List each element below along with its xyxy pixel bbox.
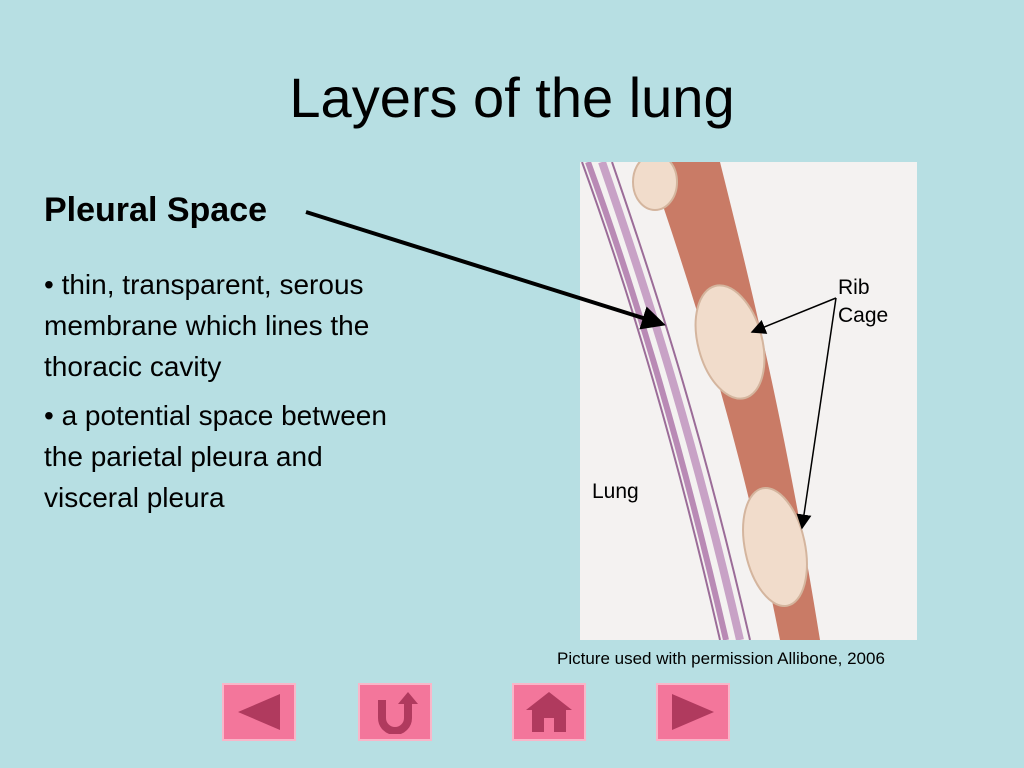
visceral-pleura	[585, 162, 729, 640]
figure-caption: Picture used with permission Allibone, 2…	[557, 649, 885, 668]
return-arrow-icon	[378, 692, 418, 734]
lung-label: Lung	[592, 480, 639, 503]
page-title: Layers of the lung	[289, 66, 735, 129]
lung-cross-section-figure: Rib Cage Lung	[580, 162, 917, 640]
rib-bone	[742, 486, 808, 608]
triangle-left-icon	[238, 694, 280, 730]
rib-cage-label: Rib Cage	[838, 276, 889, 327]
rib-cage-arrow	[750, 297, 837, 334]
bullet-list: • thin, transparent, serous membrane whi…	[44, 264, 424, 526]
home-button[interactable]	[512, 683, 586, 741]
bullet-item: • a potential space between the parietal…	[44, 400, 387, 513]
home-icon	[526, 692, 572, 732]
next-slide-button[interactable]	[656, 683, 730, 741]
pleural-space-arrow	[305, 210, 666, 330]
return-button[interactable]	[358, 683, 432, 741]
figure-illustration	[581, 162, 820, 640]
rib-cage-arrow	[796, 297, 837, 530]
rib-bone	[632, 162, 678, 211]
previous-slide-button[interactable]	[222, 683, 296, 741]
subtitle-pleural-space: Pleural Space	[44, 191, 268, 229]
bullet-item: • thin, transparent, serous membrane whi…	[44, 269, 370, 382]
triangle-right-icon	[672, 694, 714, 730]
parietal-pleura	[598, 162, 744, 640]
